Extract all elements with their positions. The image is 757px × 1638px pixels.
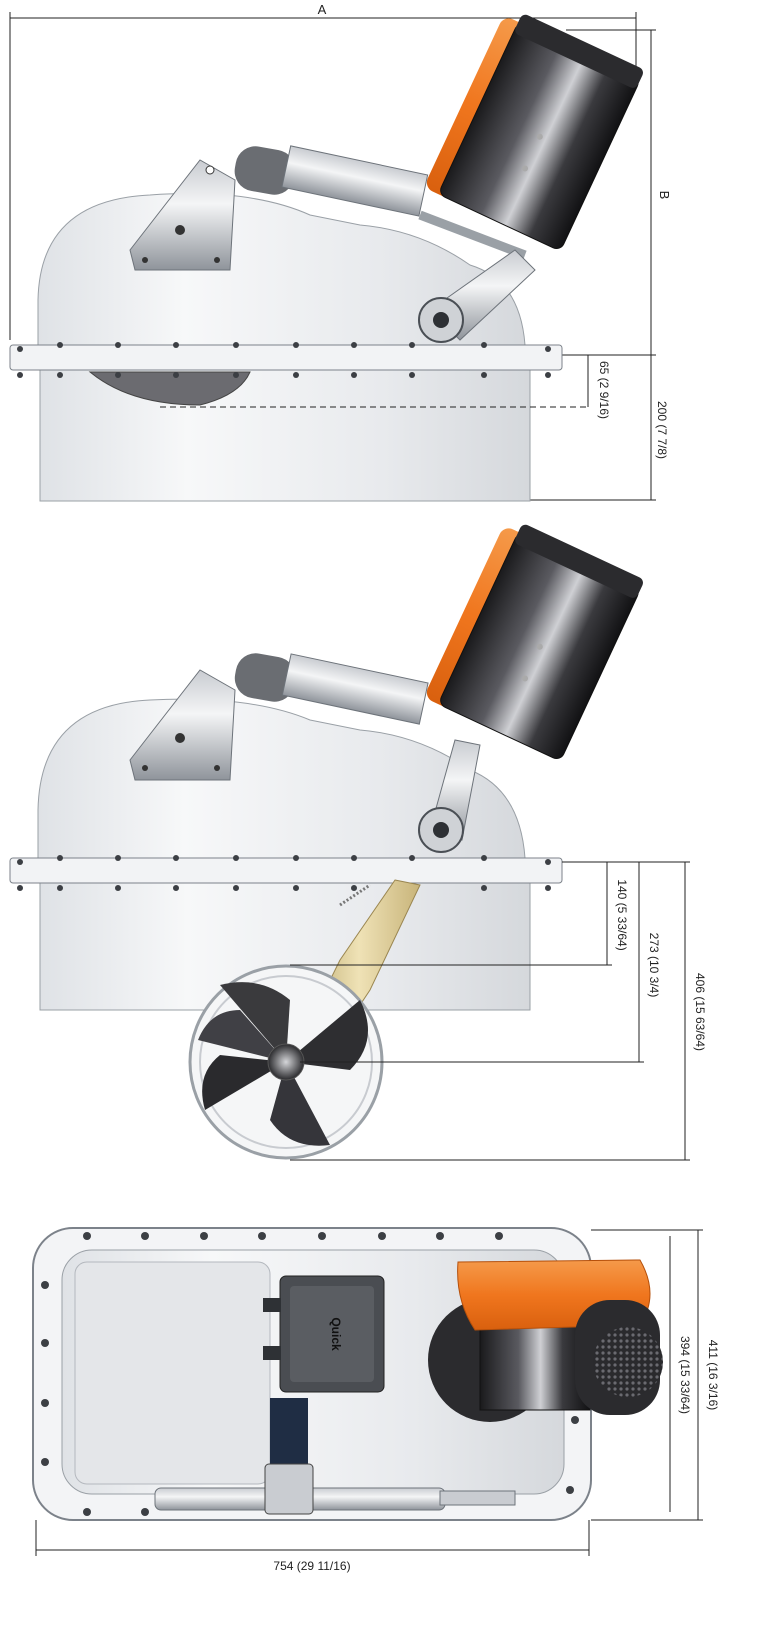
- flange-bolts: [17, 342, 551, 378]
- motor-fan-grille: [593, 1327, 663, 1397]
- dimension-406: 406 (15 63/64): [290, 862, 707, 1161]
- top-flange-bolts: [41, 1232, 579, 1516]
- mounting-flange: [9, 344, 563, 371]
- dimension-273-label: 273 (10 3/4): [647, 933, 661, 998]
- view-retracted: A B: [9, 2, 672, 502]
- actuator-bracket-deployed: [129, 669, 236, 781]
- actuator-bracket: [129, 159, 236, 271]
- linear-actuator-deployed: [234, 653, 429, 725]
- motor-top-view: [428, 1259, 663, 1422]
- dimension-200: 200 (7 7/8): [655, 401, 669, 459]
- dimension-394-label: 394 (15 33/64): [678, 1336, 692, 1414]
- dimension-754-label: 754 (29 11/16): [273, 1559, 350, 1573]
- tunnel-top-view: [74, 1261, 271, 1485]
- dimension-140: 140 (5 33/64): [290, 861, 690, 966]
- dimension-406-label: 406 (15 63/64): [693, 973, 707, 1051]
- dimension-200-label: 200 (7 7/8): [655, 401, 669, 459]
- housing-tunnel: [39, 369, 531, 502]
- dimension-394: 394 (15 33/64): [591, 1229, 703, 1512]
- dimension-273: 273 (10 3/4): [300, 862, 661, 1063]
- dimension-b-label: B: [657, 191, 672, 200]
- view-top: Quick 394 (15 33/64) 411: [32, 1227, 720, 1573]
- control-box: Quick: [263, 1275, 385, 1393]
- tilt-actuator-top-view: [154, 1398, 516, 1515]
- mounting-flange-deployed: [9, 857, 563, 884]
- control-box-logo: Quick: [329, 1317, 343, 1351]
- dimension-140-label: 140 (5 33/64): [615, 879, 629, 950]
- motor-deployed: [426, 524, 643, 760]
- dimension-411-label: 411 (16 3/16): [706, 1340, 720, 1411]
- dimension-b: B: [530, 29, 672, 501]
- dimension-a-label: A: [318, 2, 327, 17]
- propeller-deployed: [188, 964, 384, 1160]
- dimension-411: 411 (16 3/16): [591, 1230, 720, 1521]
- linear-actuator: [234, 145, 527, 260]
- dimension-65-label: 65 (2 9/16): [597, 361, 611, 419]
- dimension-65: 65 (2 9/16): [587, 355, 611, 419]
- motor-retracted: [426, 14, 643, 250]
- propeller-retracted: [88, 371, 251, 406]
- view-deployed: 140 (5 33/64) 273 (10 3/4) 406 (15 63/64…: [9, 524, 707, 1161]
- propeller-hub: [267, 1043, 305, 1081]
- dimension-754: 754 (29 11/16): [35, 1520, 590, 1573]
